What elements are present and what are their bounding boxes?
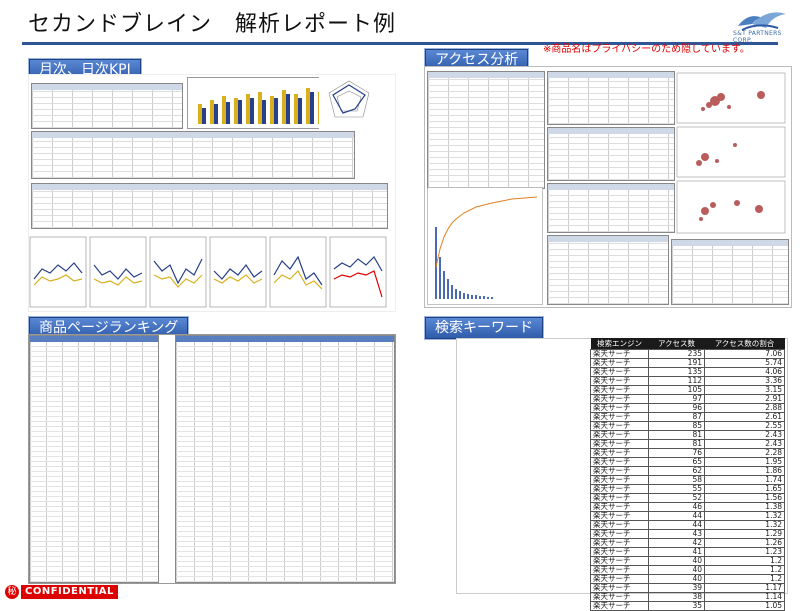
kpi-radar-chart [319, 77, 395, 131]
access-table-1 [427, 71, 545, 189]
ranking-table-right [175, 335, 395, 583]
kpi-monthly-table [31, 83, 183, 129]
kpi-daily-table-1 [31, 131, 355, 179]
company-logo-icon [738, 12, 786, 31]
section-label-keyword: 検索キーワード [424, 316, 544, 340]
kpi-bar-chart [187, 77, 339, 129]
kpi-panel [28, 74, 396, 312]
access-table-5 [547, 235, 669, 305]
keyword-table-header: 検索エンジン アクセス数 アクセス数の割合 [590, 338, 785, 350]
col-access-count: アクセス数 [648, 338, 705, 350]
access-panel [424, 66, 792, 308]
kpi-line-charts [29, 236, 387, 308]
access-table-4 [547, 183, 675, 233]
access-pareto-chart [427, 187, 543, 305]
ranking-panel [28, 334, 396, 584]
col-search-engine: 検索エンジン [590, 338, 649, 350]
confidential-badge: 秘 CONFIDENTIAL [5, 585, 118, 599]
title-divider [22, 42, 778, 45]
access-bubble-charts [676, 72, 786, 234]
access-table-3 [547, 127, 675, 181]
privacy-note: ※商品名はプライバシーのため隠しています。 [543, 44, 750, 55]
confidential-label: CONFIDENTIAL [21, 585, 118, 599]
page-title: セカンドブレイン 解析レポート例 [28, 12, 397, 37]
keyword-cell-count: 35 [648, 601, 705, 611]
keyword-cell-engine: 楽天サーチ [590, 601, 649, 611]
access-table-6 [671, 239, 789, 305]
company-logo-text: S&T PARTNERS CORP. [733, 30, 782, 44]
col-access-ratio: アクセス数の割合 [704, 338, 785, 350]
ranking-table-left [29, 335, 159, 583]
access-table-2 [547, 71, 675, 125]
keyword-cell-ratio: 1.05 [704, 601, 785, 611]
confidential-seal-icon: 秘 [5, 585, 19, 599]
kpi-daily-table-2 [31, 183, 388, 229]
